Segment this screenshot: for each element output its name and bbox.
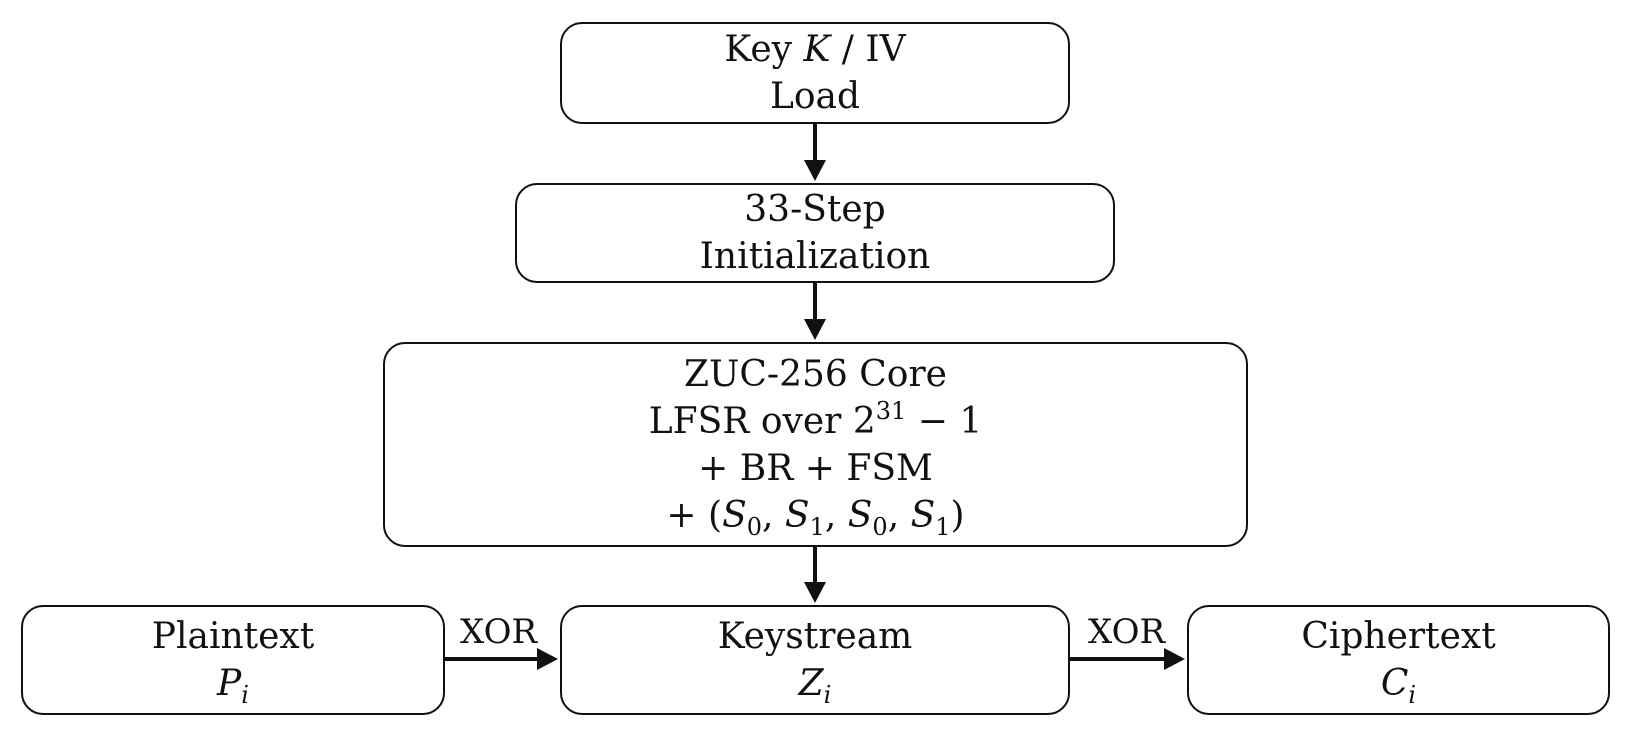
plaintext-index: i [241, 681, 249, 709]
exponent: 31 [875, 396, 907, 425]
sbox-s1-first-index: 1 [809, 512, 825, 541]
tuple-prefix: + ( [666, 494, 723, 536]
lfsr-label: LFSR over 231 − 1 [649, 398, 982, 445]
key-variable: K [803, 29, 831, 70]
lfsr-prefix-text: LFSR over 2 [648, 400, 876, 442]
zuc-core-box: ZUC-256 Core LFSR over 231 − 1 + BR + FS… [383, 342, 1248, 547]
key-prefix-text: Key [724, 29, 804, 70]
tuple-separator: , [824, 494, 848, 536]
step-count-label: 33-Step [744, 189, 886, 230]
iv-suffix-text: / IV [830, 29, 906, 70]
sbox-s0-second-index: 0 [872, 512, 888, 541]
ciphertext-label: Ciphertext [1301, 616, 1496, 657]
keystream-variable: Z [798, 663, 824, 704]
sbox-s0-second: S [847, 494, 873, 536]
core-title: ZUC-256 Core [684, 353, 947, 395]
tuple-separator: , [762, 494, 785, 536]
initialization-box: 33-Step Initialization [515, 183, 1115, 283]
ciphertext-box: Ciphertext Ci [1187, 605, 1610, 715]
arrow-keyload-to-init [804, 124, 826, 181]
arrow-core-to-keystream [804, 547, 826, 603]
keystream-label: Keystream [717, 616, 913, 657]
plaintext-label: Plaintext [151, 616, 315, 657]
plaintext-variable: P [217, 663, 242, 704]
lfsr-suffix-text: − 1 [906, 400, 983, 442]
br-fsm-label: + BR + FSM [698, 447, 933, 489]
arrow-init-to-core [804, 283, 826, 340]
initialization-label: Initialization [699, 236, 931, 277]
plaintext-box: Plaintext Pi [21, 605, 445, 715]
tuple-suffix: ) [950, 494, 965, 536]
sbox-s1-second: S [910, 494, 936, 536]
sbox-s1-second-index: 1 [935, 512, 951, 541]
ciphertext-symbol: Ci [1381, 660, 1416, 707]
ciphertext-variable: C [1380, 663, 1409, 704]
arrow-plaintext-to-keystream [445, 648, 558, 670]
load-label: Load [769, 76, 861, 117]
sbox-s0-first-index: 0 [746, 512, 763, 541]
xor-right-label: XOR [1088, 612, 1166, 652]
sbox-s0-first: S [722, 494, 747, 536]
keystream-box: Keystream Zi [560, 605, 1070, 715]
tuple-separator: , [887, 494, 911, 536]
key-iv-label: Key K / IV [724, 26, 905, 73]
arrow-keystream-to-ciphertext [1070, 648, 1185, 670]
xor-left-label: XOR [460, 612, 538, 652]
sbox-s1-first: S [784, 494, 810, 536]
ciphertext-index: i [1408, 681, 1417, 709]
sbox-tuple-label: + (S0, S1, S0, S1) [666, 492, 964, 539]
keystream-symbol: Zi [799, 660, 832, 707]
keystream-index: i [823, 681, 832, 709]
plaintext-symbol: Pi [217, 660, 249, 707]
key-iv-load-box: Key K / IV Load [560, 22, 1070, 124]
